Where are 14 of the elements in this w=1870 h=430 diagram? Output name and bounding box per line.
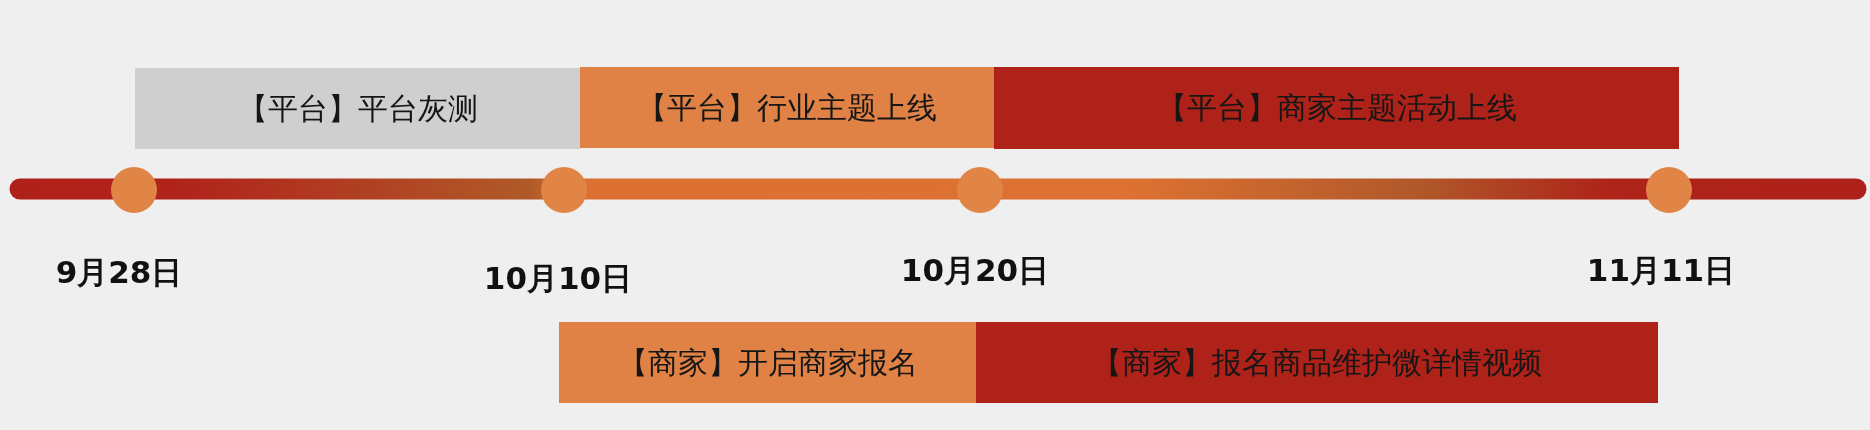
date-label: 9月28日 <box>55 254 183 292</box>
date-label: 10月20日 <box>900 252 1050 290</box>
bar-label: 【商家】报名商品维护微详情视频 <box>1092 344 1542 381</box>
timeline-bar <box>976 322 1658 403</box>
bar-label: 【平台】平台灰测 <box>237 90 478 127</box>
date-label: 10月10日 <box>483 260 633 298</box>
bar-label: 【平台】商家主题活动上线 <box>1156 90 1517 126</box>
timeline-bar <box>559 322 976 403</box>
date-label: 11月11日 <box>1586 252 1736 290</box>
timeline-bar <box>135 68 580 149</box>
timeline-bar <box>994 67 1679 149</box>
bar-label: 【商家】开启商家报名 <box>617 344 918 381</box>
bar-label: 【平台】行业主题上线 <box>637 89 937 126</box>
timeline-bar <box>580 67 994 148</box>
